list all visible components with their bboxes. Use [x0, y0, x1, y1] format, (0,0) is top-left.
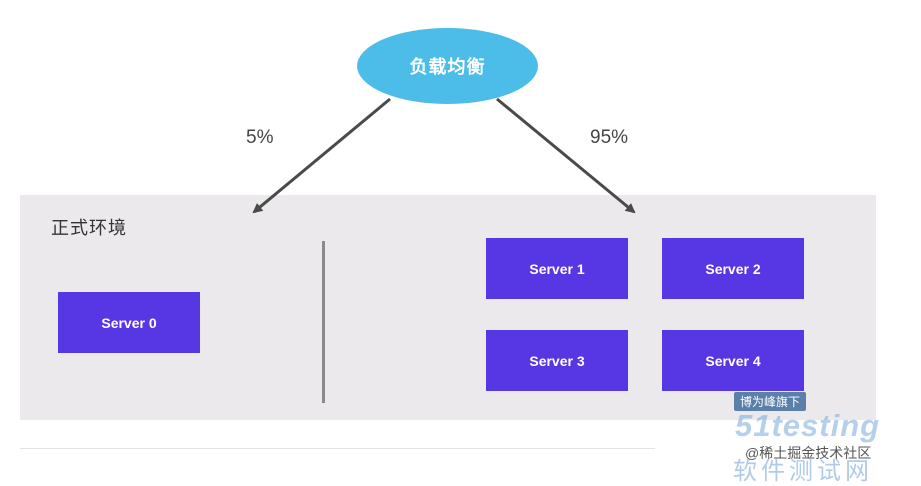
- environment-divider: [322, 241, 325, 403]
- arrow-to-canary: [252, 97, 391, 214]
- right-route-percent: 95%: [590, 127, 629, 148]
- server-0-box: Server 0: [58, 292, 200, 353]
- arrow-to-main: [496, 97, 636, 214]
- load-balancer-node: 负载均衡: [357, 28, 538, 104]
- watermark-logo: 51testing: [735, 408, 881, 443]
- server-4-box: Server 4: [662, 330, 804, 391]
- bottom-rule: [20, 448, 655, 449]
- server-1-box: Server 1: [486, 238, 628, 299]
- watermark-badge: 博为峰旗下: [734, 392, 807, 411]
- server-2-box: Server 2: [662, 238, 804, 299]
- environment-title: 正式环境: [51, 218, 127, 238]
- watermark-handle: @稀土掘金技术社区: [745, 445, 872, 461]
- left-route-percent: 5%: [246, 127, 274, 148]
- server-3-box: Server 3: [486, 330, 628, 391]
